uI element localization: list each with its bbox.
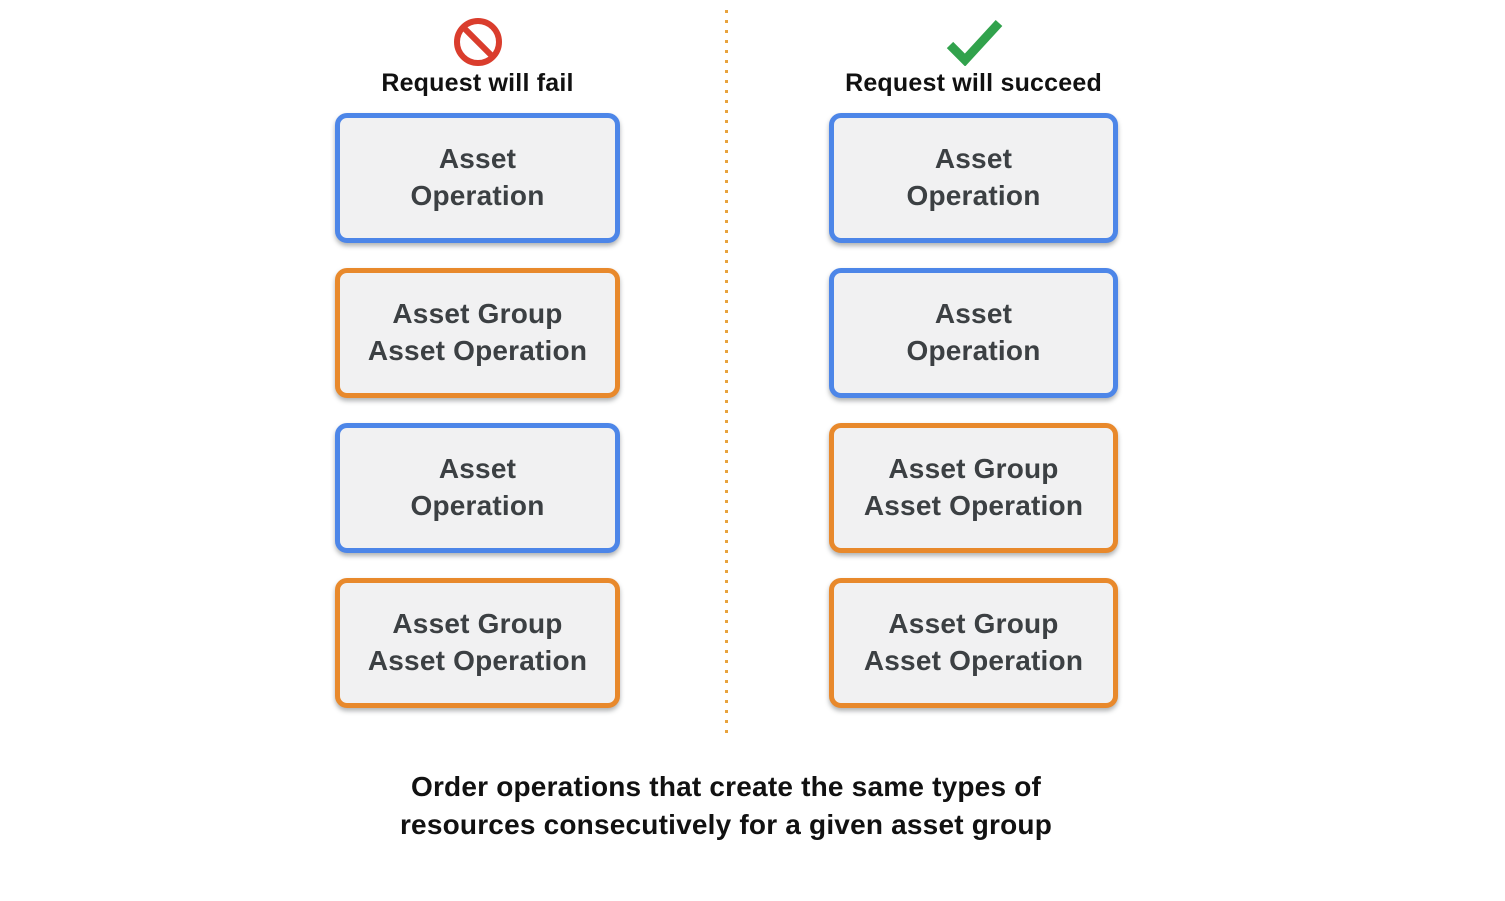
operation-box: Asset Operation	[335, 423, 620, 553]
no-entry-icon	[452, 14, 504, 69]
operation-box-label: Asset Operation	[906, 143, 1041, 211]
operation-box: Asset Group Asset Operation	[829, 578, 1118, 708]
checkmark-icon	[943, 14, 1005, 69]
dotted-divider	[725, 10, 728, 737]
column-request-fail: Request will fail Asset Operation Asset …	[335, 14, 620, 733]
operation-box: Asset Group Asset Operation	[335, 268, 620, 398]
operation-box-label: Asset Group Asset Operation	[367, 608, 588, 676]
diagram-caption: Order operations that create the same ty…	[399, 771, 1053, 840]
operation-box: Asset Operation	[829, 268, 1118, 398]
operation-box-label: Asset Group Asset Operation	[863, 608, 1084, 676]
operation-box-label: Asset Group Asset Operation	[863, 453, 1084, 521]
operation-box-label: Asset Operation	[410, 453, 545, 521]
operation-box: Asset Group Asset Operation	[829, 423, 1118, 553]
column-request-succeed: Request will succeed Asset Operation Ass…	[829, 14, 1118, 733]
operation-box: Asset Operation	[335, 113, 620, 243]
fail-column-header: Request will fail	[381, 14, 573, 98]
operation-box-label: Asset Operation	[410, 143, 545, 211]
operation-box-label: Asset Operation	[906, 298, 1041, 366]
fail-column-title: Request will fail	[381, 69, 574, 97]
operation-box-label: Asset Group Asset Operation	[367, 298, 588, 366]
succeed-column-title: Request will succeed	[845, 69, 1102, 97]
operation-box: Asset Operation	[829, 113, 1118, 243]
succeed-column-header: Request will succeed	[845, 14, 1102, 98]
operation-box: Asset Group Asset Operation	[335, 578, 620, 708]
